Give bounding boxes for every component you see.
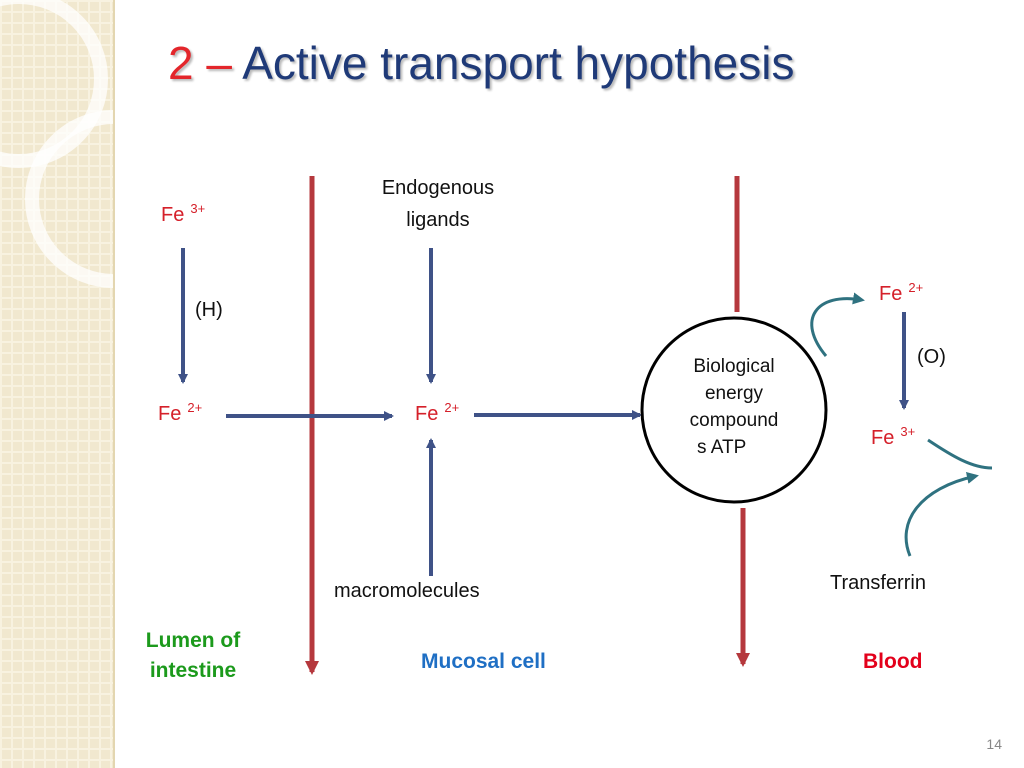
circle-line2: energy bbox=[704, 383, 764, 404]
fe3-right-base: Fe bbox=[871, 427, 895, 449]
fe2-mid-base: Fe bbox=[415, 403, 439, 425]
lumen-line1: Lumen of bbox=[145, 629, 241, 652]
macromolecules-label: macromolecules bbox=[334, 580, 480, 602]
fe3-left-label: Fe 3+ bbox=[161, 201, 206, 227]
curved-arrow-to-fe2 bbox=[810, 292, 865, 357]
curved-arrow-transferrin-up bbox=[904, 472, 979, 557]
endogenous-line1: Endogenous bbox=[381, 177, 495, 199]
fe2-left-label: Fe 2+ bbox=[158, 400, 203, 426]
decorative-sidebar bbox=[0, 0, 115, 768]
fe3-left-sup: 3+ bbox=[190, 201, 206, 216]
mucosal-label: Mucosal cell bbox=[421, 650, 546, 673]
atp-circle bbox=[640, 316, 828, 504]
fe2-mid-label: Fe 2+ bbox=[415, 400, 460, 426]
fe2-mid-sup: 2+ bbox=[444, 400, 460, 415]
title-number: 2 – bbox=[168, 37, 232, 89]
fe2-right-sup: 2+ bbox=[908, 280, 924, 295]
circle-line3: compound bbox=[689, 410, 779, 431]
circle-line4: s ATP bbox=[697, 437, 747, 458]
fe3-left-base: Fe bbox=[161, 204, 185, 226]
transferrin-label: Transferrin bbox=[830, 572, 926, 594]
curved-arrow-fe3-to-transferrin bbox=[927, 438, 993, 470]
oxidation-label: (O) bbox=[917, 346, 946, 368]
title-text: Active transport hypothesis bbox=[242, 37, 795, 89]
blood-label: Blood bbox=[863, 650, 923, 673]
atp-circle-label: Biological energy compound s ATP bbox=[664, 353, 804, 461]
fe2-left-base: Fe bbox=[158, 403, 182, 425]
lumen-label: Lumen of intestine bbox=[118, 626, 268, 686]
circle-line1: Biological bbox=[693, 356, 775, 377]
endogenous-ligands-label: Endogenous ligands bbox=[348, 172, 528, 236]
fe2-left-sup: 2+ bbox=[187, 400, 203, 415]
reduction-label: (H) bbox=[195, 299, 223, 321]
fe2-right-base: Fe bbox=[879, 283, 903, 305]
fe3-right-label: Fe 3+ bbox=[871, 424, 916, 450]
slide-title: 2 – Active transport hypothesis bbox=[168, 36, 794, 90]
fe3-right-sup: 3+ bbox=[900, 424, 916, 439]
endogenous-line2: ligands bbox=[406, 209, 470, 231]
fe2-right-label: Fe 2+ bbox=[879, 280, 924, 306]
lumen-line2: intestine bbox=[149, 659, 237, 682]
page-number: 14 bbox=[986, 736, 1002, 752]
